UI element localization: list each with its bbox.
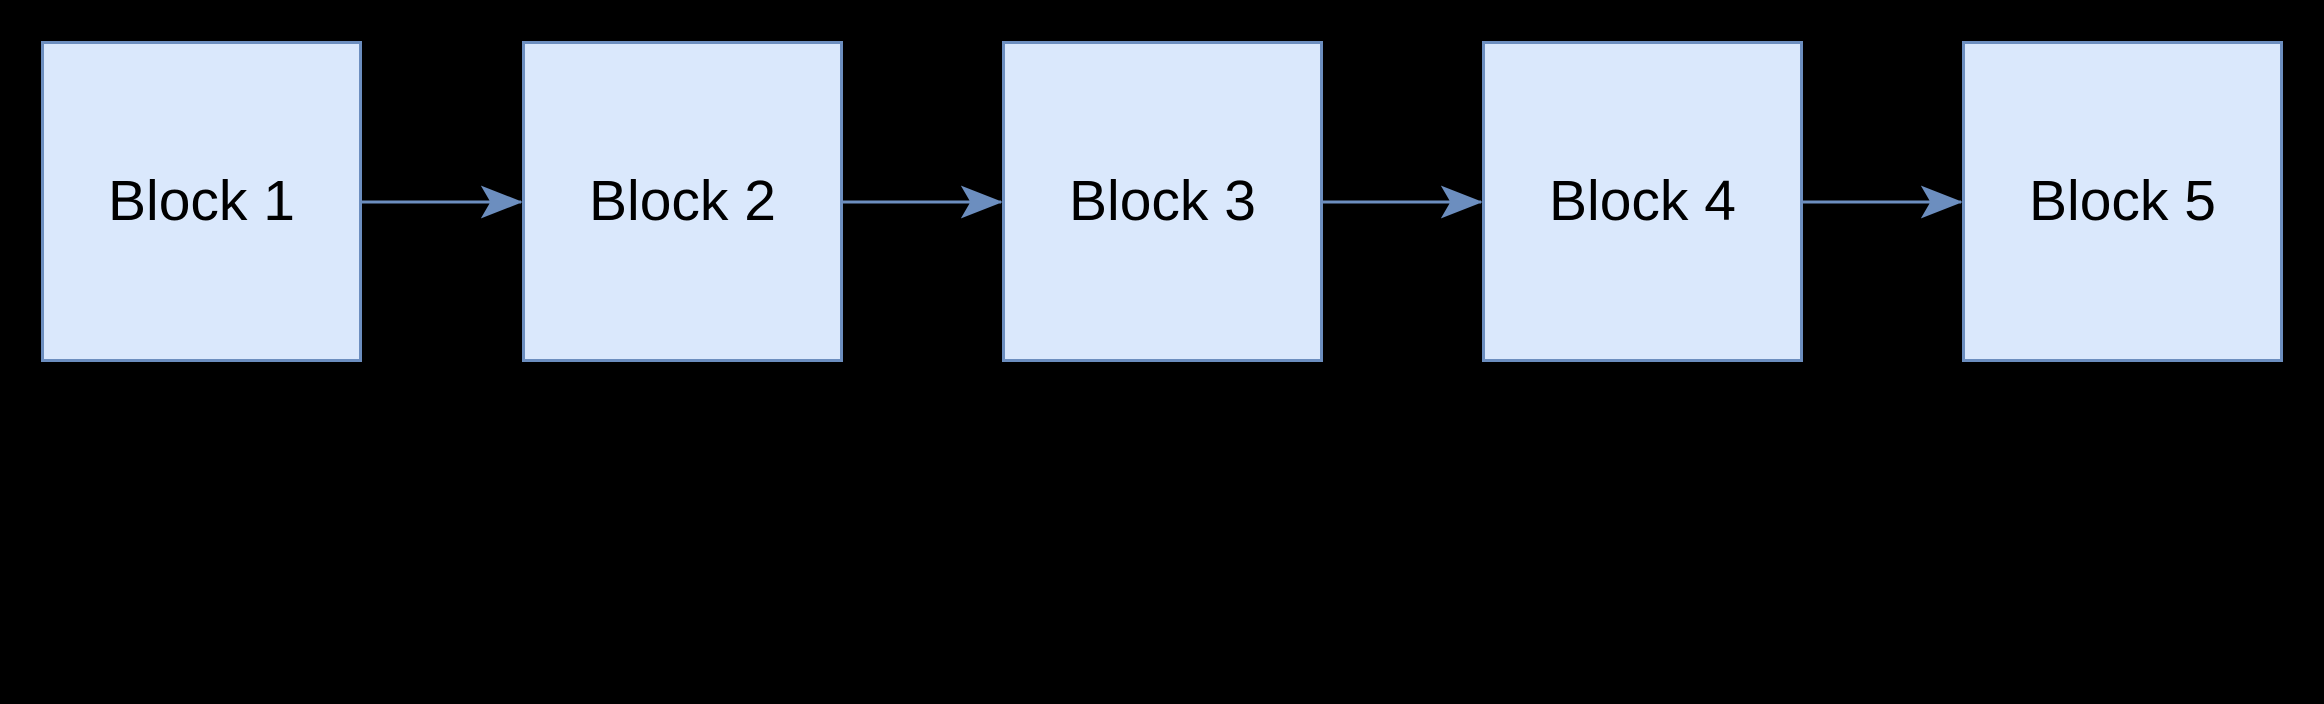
block-node[interactable]: Block 4 (1482, 41, 1803, 362)
block-label: Block 4 (1549, 169, 1736, 233)
connector-arrow-target[interactable] (1323, 182, 1481, 222)
block-node[interactable]: Block 1 (41, 41, 362, 362)
block-node[interactable]: Block 2 (522, 41, 843, 362)
block-label: Block 2 (589, 169, 776, 233)
connector-arrow-target[interactable] (362, 182, 521, 222)
block-label: Block 1 (108, 169, 295, 233)
connector-arrow-target[interactable] (1803, 182, 1961, 222)
block-node[interactable]: Block 5 (1962, 41, 2283, 362)
block-label: Block 3 (1069, 169, 1256, 233)
block-node[interactable]: Block 3 (1002, 41, 1323, 362)
connector-arrow-target[interactable] (843, 182, 1001, 222)
block-label: Block 5 (2029, 169, 2216, 233)
